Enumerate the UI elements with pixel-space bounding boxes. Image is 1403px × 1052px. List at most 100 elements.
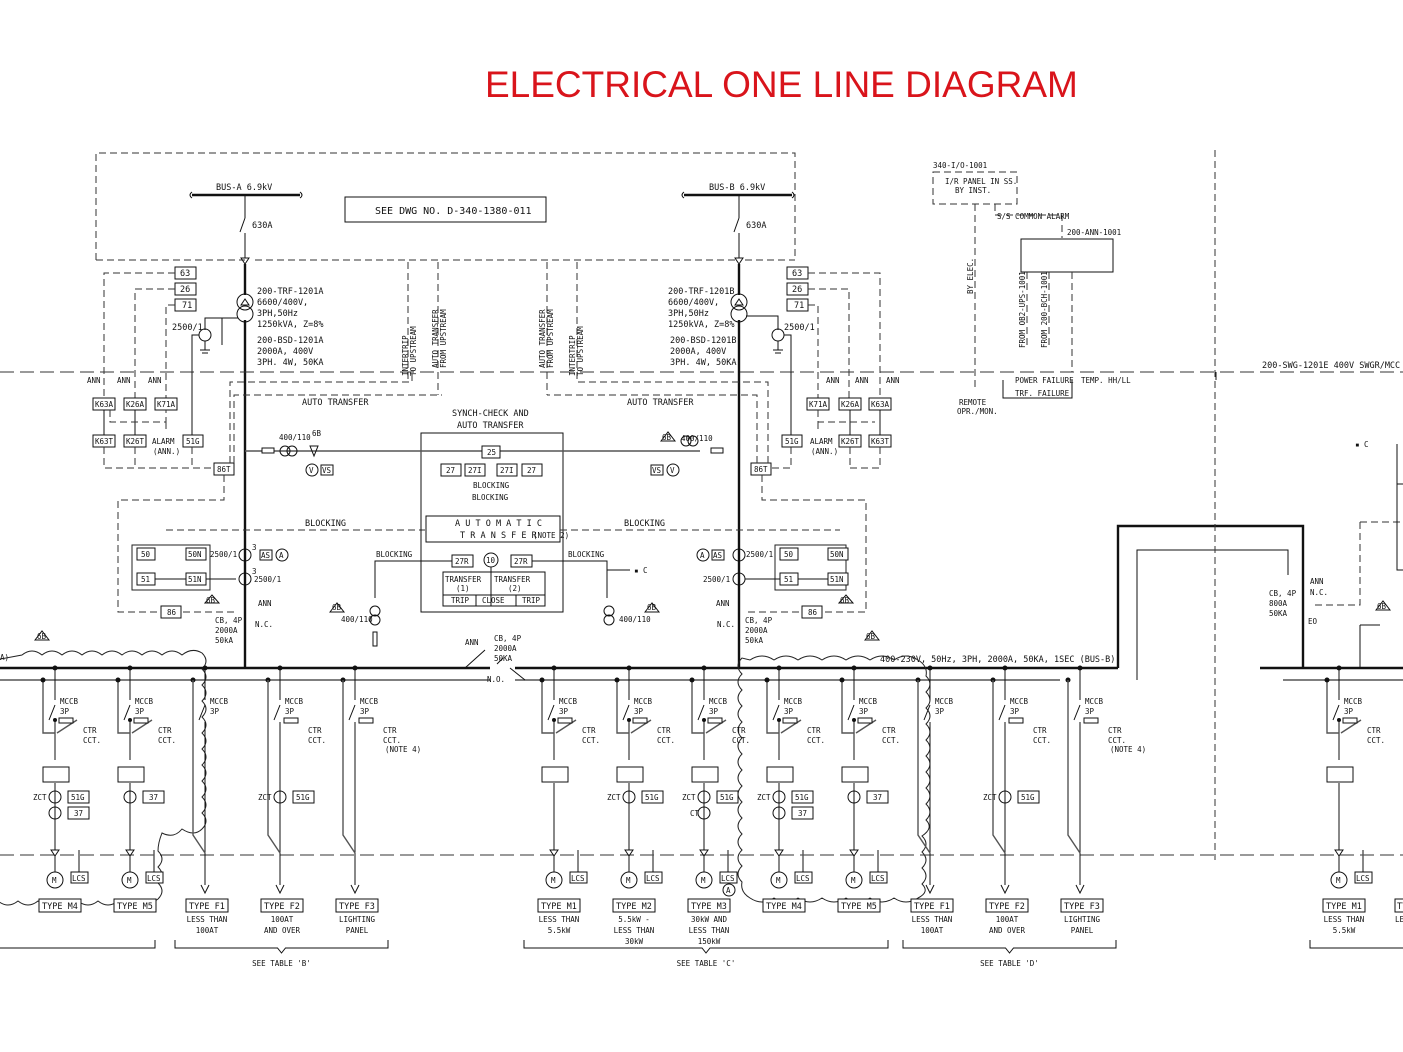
svg-text:ANN: ANN xyxy=(117,376,131,385)
incomer-b-cb: CB, 4P xyxy=(745,616,773,625)
svg-text:ANN: ANN xyxy=(855,376,869,385)
svg-text:M: M xyxy=(701,876,706,885)
relay-71-b: 71 xyxy=(794,301,804,311)
local-control-station: LCS xyxy=(796,874,810,883)
annunciator-tag: 200-ANN-1001 xyxy=(1067,228,1121,237)
auto-transfer-label-a: AUTO TRANSFER xyxy=(302,398,369,408)
ct-ratio-a1: 2500/1 xyxy=(210,550,237,559)
table-bracket xyxy=(902,940,1117,954)
relay-k63t-b: K63T xyxy=(871,437,890,446)
relay-51g: 51G xyxy=(720,793,734,802)
svg-text:N.C.: N.C. xyxy=(255,620,273,629)
svg-text:CTR: CTR xyxy=(158,726,172,735)
svg-text:3: 3 xyxy=(252,543,257,552)
feeder-description: 100AT xyxy=(271,915,294,924)
relay-k26a-b: K26A xyxy=(841,400,860,409)
bus-b-switch-rating: 630A xyxy=(746,221,766,231)
svg-text:ZCT: ZCT xyxy=(682,793,696,802)
relay-25-synch: 25 xyxy=(487,448,496,457)
svg-text:CCT.: CCT. xyxy=(582,736,600,745)
relay-26-b: 26 xyxy=(792,285,802,295)
transformer-a-phase: 3PH,50Hz xyxy=(257,309,298,319)
relay-k26t-b: K26T xyxy=(841,437,860,446)
relay-27i-a: 27I xyxy=(468,466,482,475)
svg-text:CTR: CTR xyxy=(582,726,596,735)
upstream-switchgear: SEE DWG NO. D-340-1380-011 BUS-A 6.9kV 6… xyxy=(95,152,796,265)
feeder-description: LESS THAN xyxy=(614,926,655,935)
voltmeter-a: V xyxy=(309,466,314,475)
motor-starter xyxy=(541,766,569,783)
svg-text:M: M xyxy=(776,876,781,885)
svg-text:6B: 6B xyxy=(866,632,876,641)
feeder-type-label: TYPE F2 xyxy=(264,902,300,912)
trf-failure-label: TRF. FAILURE xyxy=(1015,389,1070,398)
svg-text:(ANN.): (ANN.) xyxy=(811,447,838,456)
motor-starter xyxy=(616,766,644,783)
blocking-label-b: BLOCKING xyxy=(624,519,665,529)
section-e-cb: CB, 4P xyxy=(1269,589,1297,598)
relay-k63a-a: K63A xyxy=(95,400,114,409)
transformer-a-protection: 63 26 71 ANN ANN ANN K63A K26A K71A K63T… xyxy=(87,266,442,619)
from-bch-label: FROM 200-BCH-1001 xyxy=(1040,271,1049,348)
svg-text:CTR: CTR xyxy=(732,726,746,735)
busduct-b-tag: 200-BSD-1201B xyxy=(670,336,737,346)
svg-text:A): A) xyxy=(0,653,9,662)
svg-text:CT: CT xyxy=(690,809,700,818)
svg-text:CTR: CTR xyxy=(657,726,671,735)
relay-26-a: 26 xyxy=(180,285,190,295)
transformer-a-rating: 6600/400V, xyxy=(257,298,308,308)
feeder-description: PANEL xyxy=(1071,926,1094,935)
relay-51g: 51G xyxy=(1021,793,1035,802)
motor-icon xyxy=(121,871,139,889)
feeder-description: LIGHTING xyxy=(339,915,376,924)
motor-starter xyxy=(42,766,70,783)
relay-k63a-b: K63A xyxy=(871,400,890,409)
table-reference: SEE TABLE 'C' xyxy=(677,959,736,968)
svg-text:ANN: ANN xyxy=(148,376,162,385)
svg-text:ANN: ANN xyxy=(258,599,272,608)
svg-text:MCCB: MCCB xyxy=(784,697,803,706)
svg-text:BY INST.: BY INST. xyxy=(955,186,991,195)
svg-text:MCCB: MCCB xyxy=(135,697,154,706)
neutral-ct-a-ratio: 2500/1 xyxy=(172,323,203,333)
revision-cloud-a xyxy=(0,649,207,906)
svg-text:MCCB: MCCB xyxy=(210,697,229,706)
feeder-type-label: TYPE M2 xyxy=(616,902,652,912)
lockout-86-b: 86 xyxy=(808,608,818,617)
svg-text:ZCT: ZCT xyxy=(983,793,997,802)
busduct-a-rating: 2000A, 400V xyxy=(257,347,313,357)
transformer-b-phase: 3PH,50Hz xyxy=(668,309,709,319)
feeder-type-label: TYPE M5 xyxy=(841,902,877,912)
svg-text:2000A: 2000A xyxy=(745,626,768,635)
synch-check-auto-transfer: SYNCH-CHECK AND AUTO TRANSFER 25 27 27I … xyxy=(245,409,840,613)
svg-text:3P: 3P xyxy=(210,707,220,716)
transformer-b-tag: 200-TRF-1201B xyxy=(668,287,735,297)
relay-37: 37 xyxy=(798,809,807,818)
transformer-a-kva: 1250kVA, Z=8% xyxy=(257,320,324,330)
feeder-type-label: TY xyxy=(1397,902,1403,912)
svg-text:MCCB: MCCB xyxy=(1344,697,1363,706)
motor-icon xyxy=(620,871,638,889)
svg-text:BLOCKING: BLOCKING xyxy=(473,481,510,490)
svg-text:3P: 3P xyxy=(859,707,869,716)
svg-text:ANN: ANN xyxy=(886,376,900,385)
from-ups-label: FROM OB2-UPS-1001 xyxy=(1018,271,1027,348)
svg-text:AUTO TRANSFER: AUTO TRANSFER xyxy=(457,421,524,431)
motor-starter xyxy=(766,766,794,783)
feeder-description: AND OVER xyxy=(989,926,1026,935)
feeder-description: LESS THAN xyxy=(689,926,730,935)
temp-label: TEMP. HH/LL xyxy=(1081,376,1131,385)
relay-37: 37 xyxy=(873,793,882,802)
svg-text:CCT.: CCT. xyxy=(308,736,326,745)
motor-starter xyxy=(117,766,145,783)
alarm-label-b: ALARM xyxy=(810,437,833,446)
svg-text:CCT.: CCT. xyxy=(882,736,900,745)
svg-text:MCCB: MCCB xyxy=(360,697,379,706)
svg-text:6B: 6B xyxy=(37,632,47,641)
io-panel-label: I/R PANEL IN SS. xyxy=(945,177,1017,186)
